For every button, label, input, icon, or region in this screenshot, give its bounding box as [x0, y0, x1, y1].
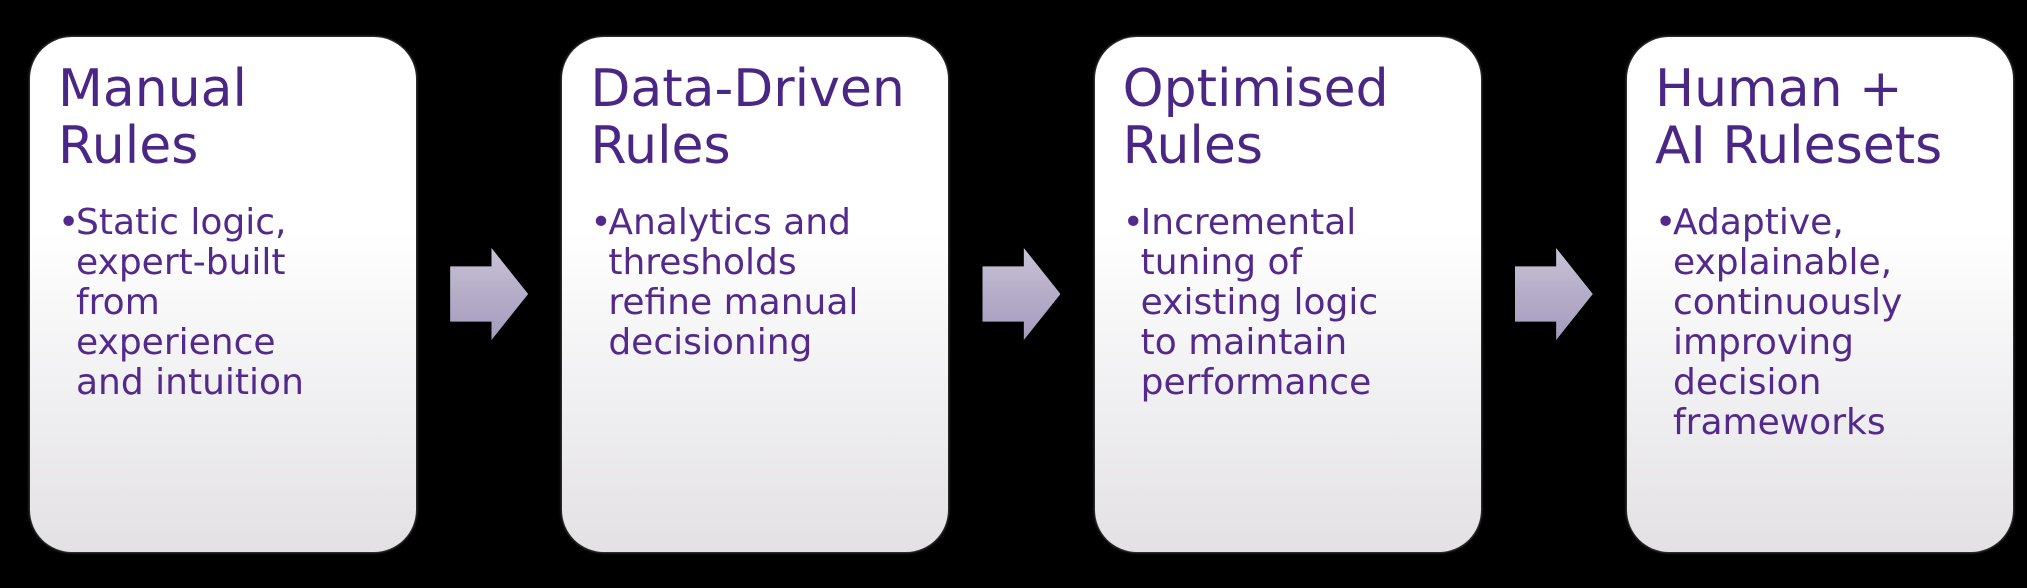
bullet-dot-icon: •: [58, 201, 80, 243]
card-title: Manual Rules: [58, 58, 388, 176]
card-human-ai-rulesets: Human + AI Rulesets • Adaptive, explaina…: [1626, 36, 2013, 552]
card-title-line1: Data-Driven: [590, 58, 905, 119]
card-bullet-item: • Adaptive, explainable, continuously im…: [1654, 201, 1985, 443]
card-bullet-text: Static logic, expert-built from experien…: [76, 201, 304, 403]
card-optimised-rules: Optimised Rules • Incremental tuning of …: [1094, 36, 1481, 552]
card-bullet-item: • Analytics and thresholds refine manual…: [590, 201, 920, 363]
card-title-line1: Manual: [58, 58, 247, 119]
card-title: Human + AI Rulesets: [1654, 58, 1985, 176]
arrow-right-icon: [982, 248, 1061, 340]
card-bullet-text: Incremental tuning of existing logic to …: [1140, 201, 1379, 403]
card-title-line2: Rules: [58, 115, 199, 176]
card-title-line2: Rules: [590, 115, 731, 176]
bullet-dot-icon: •: [1654, 201, 1677, 243]
arrow-gap: [416, 0, 562, 588]
card-title: Data-Driven Rules: [590, 58, 920, 176]
card-title: Optimised Rules: [1122, 58, 1453, 176]
arrow-gap: [948, 0, 1094, 588]
card-bullet-item: • Static logic, expert-built from experi…: [58, 201, 388, 403]
card-bullet-text: Adaptive, explainable, continuously impr…: [1672, 201, 1903, 443]
card-title-line2: Rules: [1122, 115, 1263, 176]
arrow-right-icon: [450, 248, 529, 340]
arrow-gap: [1481, 0, 1627, 588]
arrow-right-icon: [1514, 248, 1593, 340]
card-title-line1: Optimised: [1122, 58, 1389, 119]
card-title-line1: Human +: [1654, 58, 1903, 119]
card-bullet-text: Analytics and thresholds refine manual d…: [608, 201, 859, 363]
bullet-dot-icon: •: [1122, 201, 1144, 243]
card-bullet-item: • Incremental tuning of existing logic t…: [1122, 201, 1453, 403]
card-data-driven-rules: Data-Driven Rules • Analytics and thresh…: [562, 36, 949, 552]
card-manual-rules: Manual Rules • Static logic, expert-buil…: [30, 36, 416, 552]
bullet-dot-icon: •: [590, 201, 612, 243]
card-title-line2: AI Rulesets: [1654, 115, 1943, 176]
